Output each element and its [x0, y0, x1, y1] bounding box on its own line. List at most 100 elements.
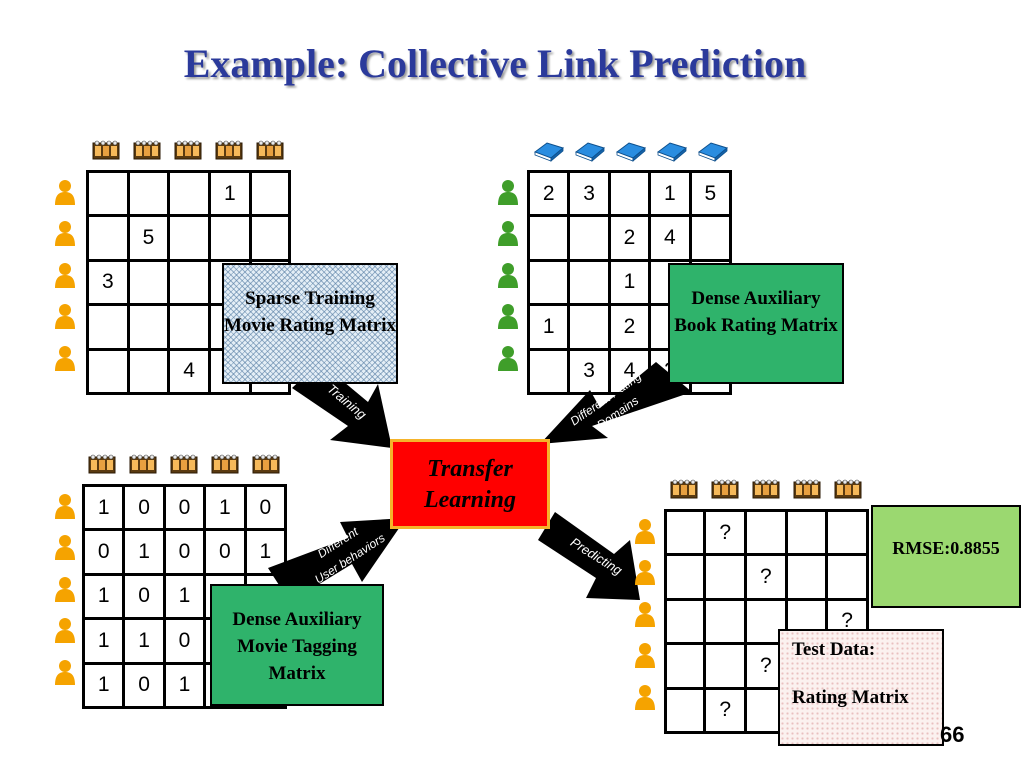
- orange-user-icon: [55, 221, 75, 247]
- matrix-cell: [86, 303, 130, 351]
- book-icon: [534, 142, 564, 162]
- orange-user-icon: [55, 345, 75, 371]
- orange-user-icon: [55, 535, 75, 561]
- green-user-icon: [498, 180, 518, 205]
- test-rating-matrix: ??????: [663, 508, 869, 734]
- book-icon: [698, 142, 728, 162]
- film-reel-icon: [670, 479, 698, 499]
- film-reel-icon: [88, 454, 116, 474]
- matrix-cell: 1: [648, 169, 692, 218]
- book-icon: [616, 142, 646, 162]
- matrix-cell: 0: [122, 572, 166, 621]
- matrix-cell: ?: [703, 686, 747, 734]
- film-reel-icon: [170, 454, 198, 474]
- matrix-cell: [126, 303, 171, 351]
- matrix-cell: [526, 214, 571, 262]
- matrix-cell: [167, 303, 211, 351]
- matrix-cell: [167, 258, 211, 307]
- different-behaviors-arrow: [268, 518, 406, 602]
- predicting-arrow: [538, 512, 640, 600]
- test-data-label-1: Test Data:: [792, 639, 876, 660]
- dense-tagging-callout: Dense Auxiliary Movie Tagging Matrix: [210, 584, 384, 706]
- orange-user-icon: [635, 519, 655, 544]
- matrix-cell: [607, 169, 652, 218]
- matrix-cell: 1: [81, 661, 126, 709]
- matrix-cell: [743, 508, 788, 557]
- matrix-cell: [663, 642, 707, 690]
- page-number: 66: [940, 722, 965, 747]
- matrix-cell: [703, 553, 747, 601]
- orange-user-icon: [55, 576, 75, 602]
- film-reel-icon: [752, 479, 780, 499]
- orange-user-icon: [55, 262, 75, 288]
- transfer-learning-line-2: Learning: [423, 487, 516, 513]
- matrix-cell: 1: [207, 169, 252, 218]
- matrix-cell: [784, 553, 829, 601]
- matrix-cell: [126, 258, 171, 307]
- matrix-cell: 0: [162, 617, 207, 665]
- matrix-cell: [703, 597, 747, 646]
- matrix-cell: 0: [162, 528, 207, 576]
- matrix-cell: 0: [122, 483, 166, 532]
- matrix-cell: 1: [122, 528, 166, 576]
- matrix-cell: [167, 169, 211, 218]
- matrix-cell: [567, 258, 611, 307]
- test-data-callout: Test Data: Rating Matrix: [778, 629, 944, 746]
- green-user-icon: [498, 304, 518, 330]
- matrix-cell: 1: [526, 303, 571, 351]
- matrix-cell: 2: [607, 303, 652, 351]
- matrix-cell: 2: [607, 214, 652, 262]
- matrix-cell: 1: [162, 661, 207, 709]
- matrix-cell: [248, 169, 292, 218]
- orange-user-icon: [635, 560, 655, 586]
- test-data-label-2: Rating Matrix: [792, 687, 909, 708]
- matrix-cell: 0: [243, 483, 288, 532]
- film-reel-icon: [215, 140, 243, 160]
- matrix-cell: ?: [703, 508, 747, 557]
- matrix-cell: 1: [607, 258, 652, 307]
- film-reel-icon: [834, 479, 862, 499]
- matrix-cell: 1: [203, 483, 247, 532]
- orange-user-icon: [55, 618, 75, 644]
- matrix-cell: [86, 347, 130, 395]
- matrix-cell: 3: [567, 169, 611, 218]
- orange-user-icon: [55, 659, 75, 685]
- matrix-cell: ?: [743, 553, 788, 601]
- matrix-cell: [825, 508, 869, 557]
- book-icon: [575, 142, 605, 162]
- dense-book-callout: Dense Auxiliary Book Rating Matrix: [668, 263, 844, 384]
- matrix-cell: [207, 214, 252, 262]
- film-reel-icon: [793, 479, 821, 499]
- matrix-cell: [86, 214, 130, 262]
- matrix-cell: [567, 214, 611, 262]
- matrix-cell: [86, 169, 130, 218]
- film-reel-icon: [129, 454, 157, 474]
- orange-user-icon: [635, 643, 655, 669]
- matrix-cell: [167, 214, 211, 262]
- orange-user-icon: [635, 684, 655, 710]
- film-reel-icon: [174, 140, 202, 160]
- orange-user-icon: [635, 601, 655, 627]
- film-reel-icon: [211, 454, 239, 474]
- matrix-cell: [663, 597, 707, 646]
- green-user-icon: [498, 221, 518, 247]
- matrix-cell: 1: [162, 572, 207, 621]
- matrix-cell: 0: [162, 483, 207, 532]
- matrix-cell: 1: [81, 617, 126, 665]
- transfer-learning-line-1: Transfer: [427, 456, 513, 482]
- matrix-cell: 3: [86, 258, 130, 307]
- matrix-cell: [126, 347, 171, 395]
- matrix-cell: [126, 169, 171, 218]
- matrix-cell: 0: [203, 528, 247, 576]
- matrix-cell: [784, 508, 829, 557]
- matrix-row: ?: [663, 553, 869, 601]
- matrix-row: ?: [663, 597, 869, 646]
- film-reel-icon: [92, 140, 120, 160]
- orange-user-icon: [55, 494, 75, 519]
- matrix-cell: [663, 686, 707, 734]
- rmse-callout: RMSE:0.8855: [871, 505, 1021, 608]
